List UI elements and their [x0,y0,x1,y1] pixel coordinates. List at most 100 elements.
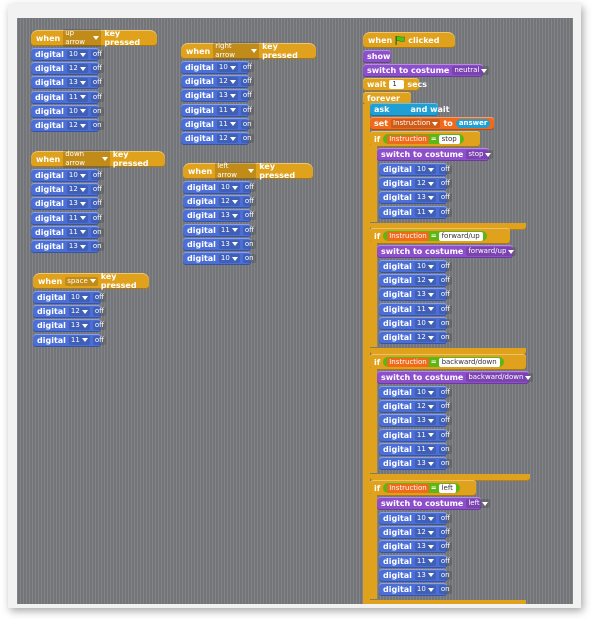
state-dropdown[interactable]: off [438,416,452,426]
pin-dropdown[interactable]: 13 [216,91,238,101]
state-dropdown[interactable]: on [438,333,452,342]
instruction-reporter[interactable]: Instruction [387,357,429,367]
key-dropdown[interactable]: down arrow [63,150,110,168]
pin-dropdown[interactable]: 10 [414,262,436,271]
costume-dropdown[interactable]: backward/down [466,373,534,382]
instruction-reporter[interactable]: Instruction [387,483,429,493]
pin-dropdown[interactable]: 12 [414,333,436,342]
wait-seconds-input[interactable]: 1 [389,80,405,89]
state-dropdown[interactable]: off [92,293,106,302]
pin-dropdown[interactable]: 10 [216,63,238,72]
when-key-pressed-hat[interactable]: when left arrow key pressed [183,162,313,180]
pin-dropdown[interactable]: 13 [414,542,436,552]
equals-operator[interactable]: Instruction=backward/down [383,357,504,367]
pin-dropdown[interactable]: 10 [414,318,436,328]
compare-value-input[interactable]: forward/up [438,231,483,241]
pin-dropdown[interactable]: 12 [414,276,436,286]
state-dropdown[interactable]: off [242,211,256,221]
pin-dropdown[interactable]: 10 [414,388,436,397]
state-dropdown[interactable]: off [90,199,104,209]
instruction-reporter[interactable]: Instruction [387,231,429,241]
state-dropdown[interactable]: off [90,185,104,195]
pin-dropdown[interactable]: 11 [414,444,436,454]
state-dropdown[interactable]: off [92,307,106,317]
state-dropdown[interactable]: off [240,63,254,72]
state-dropdown[interactable]: on [90,227,104,237]
pin-dropdown[interactable]: 13 [218,239,240,249]
pin-dropdown[interactable]: 11 [414,207,436,217]
answer-reporter[interactable]: answer [455,119,491,128]
pin-dropdown[interactable]: 12 [218,197,240,207]
state-dropdown[interactable]: on [90,242,104,251]
pin-dropdown[interactable]: 13 [414,290,436,300]
pin-dropdown[interactable]: 13 [218,211,240,221]
pin-dropdown[interactable]: 11 [68,335,90,345]
state-dropdown[interactable]: off [438,388,452,397]
state-dropdown[interactable]: off [90,213,104,223]
state-dropdown[interactable]: off [90,78,104,88]
costume-dropdown[interactable]: neutral [452,66,490,75]
state-dropdown[interactable]: off [240,91,254,101]
pin-dropdown[interactable]: 13 [414,416,436,426]
state-dropdown[interactable]: off [90,171,104,180]
pin-dropdown[interactable]: 13 [414,570,436,580]
state-dropdown[interactable]: off [438,207,452,217]
state-dropdown[interactable]: off [438,276,452,286]
pin-dropdown[interactable]: 10 [66,50,88,59]
state-dropdown[interactable]: on [438,444,452,454]
pin-dropdown[interactable]: 11 [216,119,238,129]
pin-dropdown[interactable]: 11 [66,92,88,102]
state-dropdown[interactable]: off [90,92,104,102]
pin-dropdown[interactable]: 10 [68,293,90,302]
pin-dropdown[interactable]: 13 [66,199,88,209]
state-dropdown[interactable]: off [92,335,106,345]
state-dropdown[interactable]: on [438,459,452,468]
pin-dropdown[interactable]: 11 [414,430,436,440]
pin-dropdown[interactable]: 13 [414,459,436,468]
pin-dropdown[interactable]: 13 [66,242,88,251]
show-block[interactable]: show [363,50,391,63]
when-key-pressed-hat[interactable]: when up arrow key pressed [31,29,157,47]
key-dropdown[interactable]: space [65,276,98,286]
pin-dropdown[interactable]: 12 [414,528,436,538]
state-dropdown[interactable]: off [438,165,452,174]
pin-dropdown[interactable]: 12 [66,121,88,130]
state-dropdown[interactable]: off [92,321,106,331]
key-dropdown[interactable]: left arrow [215,162,257,180]
state-dropdown[interactable]: off [438,179,452,189]
pin-dropdown[interactable]: 10 [66,106,88,116]
compare-value-input[interactable]: backward/down [438,357,500,367]
key-dropdown[interactable]: right arrow [213,42,260,60]
set-variable-block[interactable]: set Instruction to answer [370,117,494,130]
state-dropdown[interactable]: on [240,119,254,129]
key-dropdown[interactable]: up arrow [63,29,102,47]
costume-dropdown[interactable]: left [466,499,490,508]
